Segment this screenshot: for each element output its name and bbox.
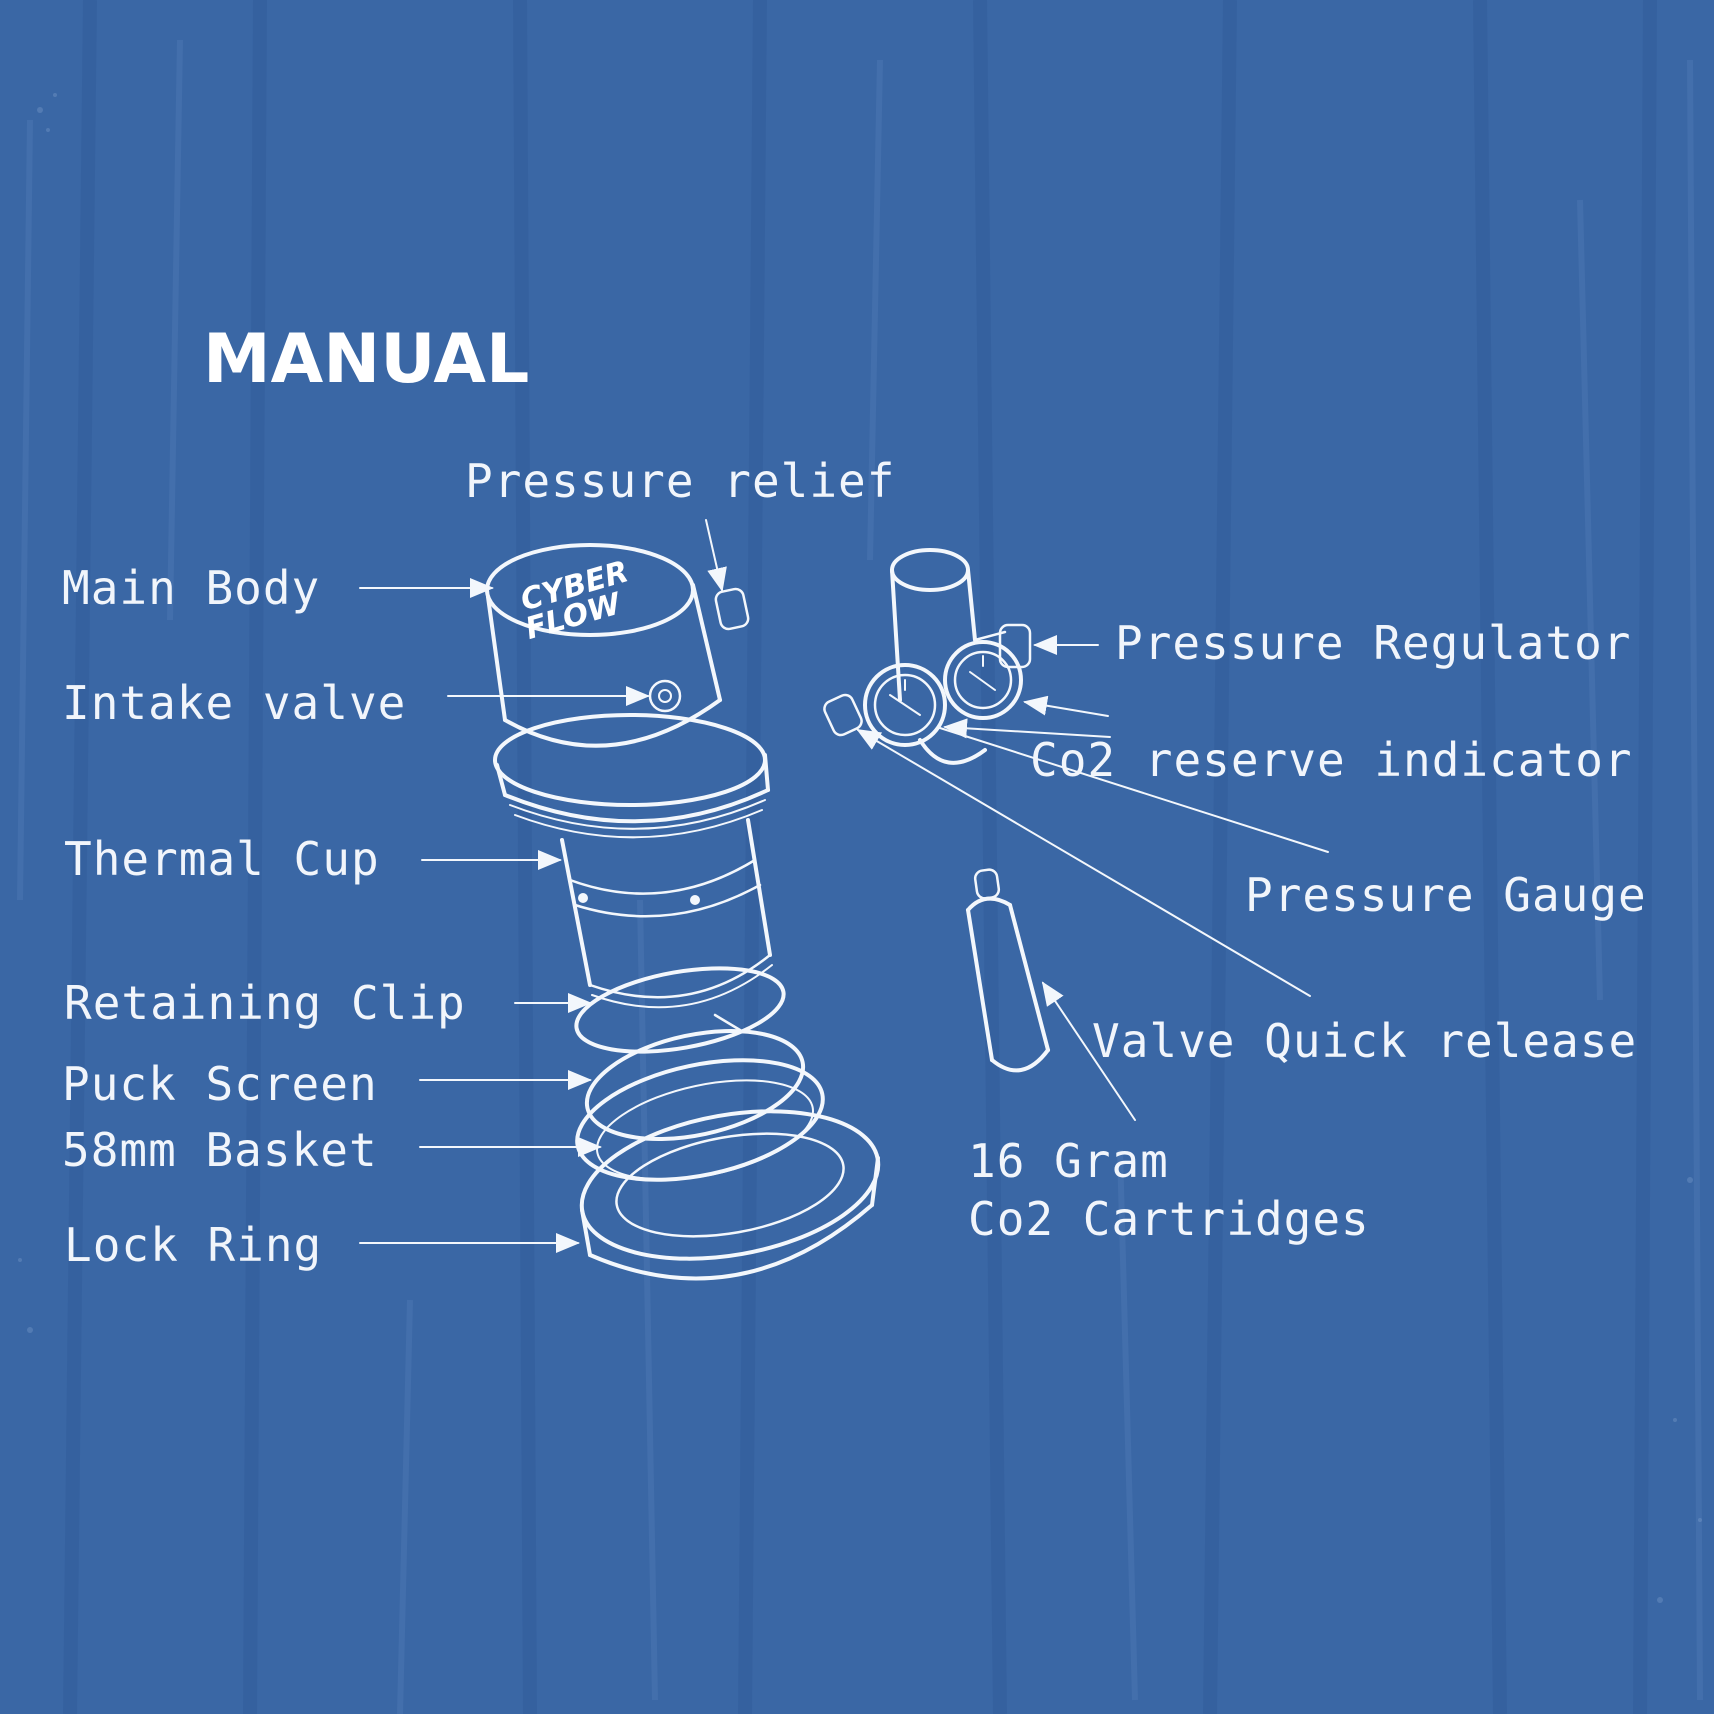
collar-drawing <box>493 713 770 839</box>
label-main-body: Main Body <box>62 561 321 615</box>
thermal-cup-drawing <box>560 818 773 1009</box>
co2-cartridge-drawing <box>966 868 1050 1073</box>
label-intake-valve: Intake valve <box>62 676 407 730</box>
lock-ring-drawing <box>579 1109 881 1281</box>
label-58mm-basket: 58mm Basket <box>62 1123 378 1177</box>
retaining-clip-drawing <box>574 966 786 1054</box>
label-cartridges-line1: 16 Gram <box>968 1134 1169 1188</box>
label-valve-quick-release: Valve Quick release <box>1092 1014 1638 1068</box>
label-lock-ring: Lock Ring <box>64 1218 323 1272</box>
label-co2-reserve-indicator: Co2 reserve indicator <box>1030 733 1633 787</box>
label-pressure-gauge: Pressure Gauge <box>1245 868 1647 922</box>
label-pressure-regulator: Pressure Regulator <box>1115 616 1632 670</box>
main-body-drawing: CYBER FLOW <box>485 543 750 748</box>
leader-lines <box>359 519 1329 1253</box>
puck-screen-drawing <box>584 1029 806 1141</box>
label-thermal-cup: Thermal Cup <box>64 832 380 886</box>
label-retaining-clip: Retaining Clip <box>64 976 466 1030</box>
label-puck-screen: Puck Screen <box>62 1057 378 1111</box>
label-pressure-relief: Pressure relief <box>465 454 896 508</box>
label-cartridges-line2: Co2 Cartridges <box>968 1192 1370 1246</box>
regulator-drawing <box>823 548 1032 765</box>
page-title: MANUAL <box>203 320 530 399</box>
